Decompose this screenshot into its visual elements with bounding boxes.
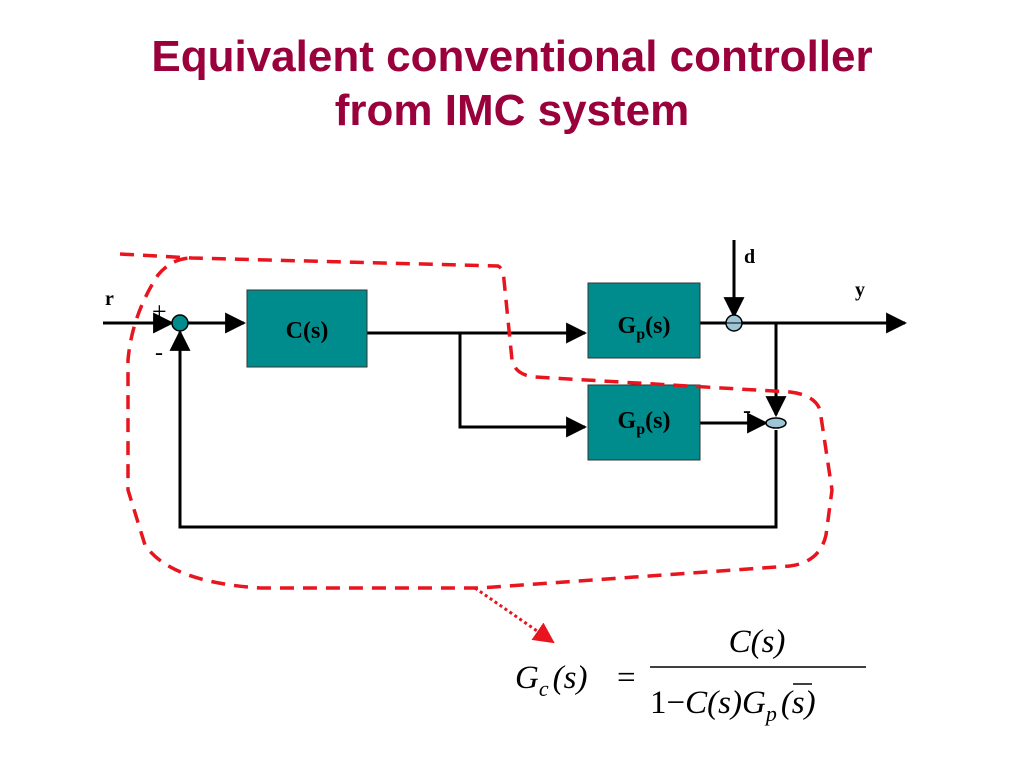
plus-sign: + xyxy=(152,297,167,326)
slide-title: Equivalent conventional controller from … xyxy=(0,30,1024,138)
model-label: Gp(s) xyxy=(618,408,671,438)
equation-equals: = xyxy=(617,660,636,696)
minus-sign-model: - xyxy=(743,398,751,424)
plant-block xyxy=(587,282,701,359)
signal-label-d: d xyxy=(744,246,755,268)
branch-to-model-line xyxy=(458,333,588,438)
signal-label-y: y xyxy=(855,279,865,301)
input-summing-junction xyxy=(171,314,189,332)
controller-block xyxy=(246,289,368,368)
model-error-summing-junction xyxy=(765,417,787,429)
controller-boundary xyxy=(119,252,834,590)
title-line-1: Equivalent conventional controller xyxy=(151,32,873,81)
boundary-to-equation-pointer xyxy=(474,586,555,644)
title-line-2: from IMC system xyxy=(334,86,690,135)
model-block xyxy=(587,384,701,461)
equation-denominator: 1−C(s)Gp(s) xyxy=(650,685,816,726)
controller-label: C(s) xyxy=(286,318,329,344)
minus-sign-main: - xyxy=(155,340,163,366)
equation-lhs: Gc(s) xyxy=(515,660,587,701)
signal-lines xyxy=(103,240,908,529)
disturbance-summing-junction xyxy=(725,314,743,332)
signal-label-r: r xyxy=(105,288,114,310)
equation-numerator: C(s) xyxy=(729,624,786,660)
plant-label: Gp(s) xyxy=(618,313,671,343)
equation: Gc(s) = C(s) 1−C(s)Gp(s) xyxy=(515,624,866,726)
feedback-line xyxy=(169,329,778,529)
